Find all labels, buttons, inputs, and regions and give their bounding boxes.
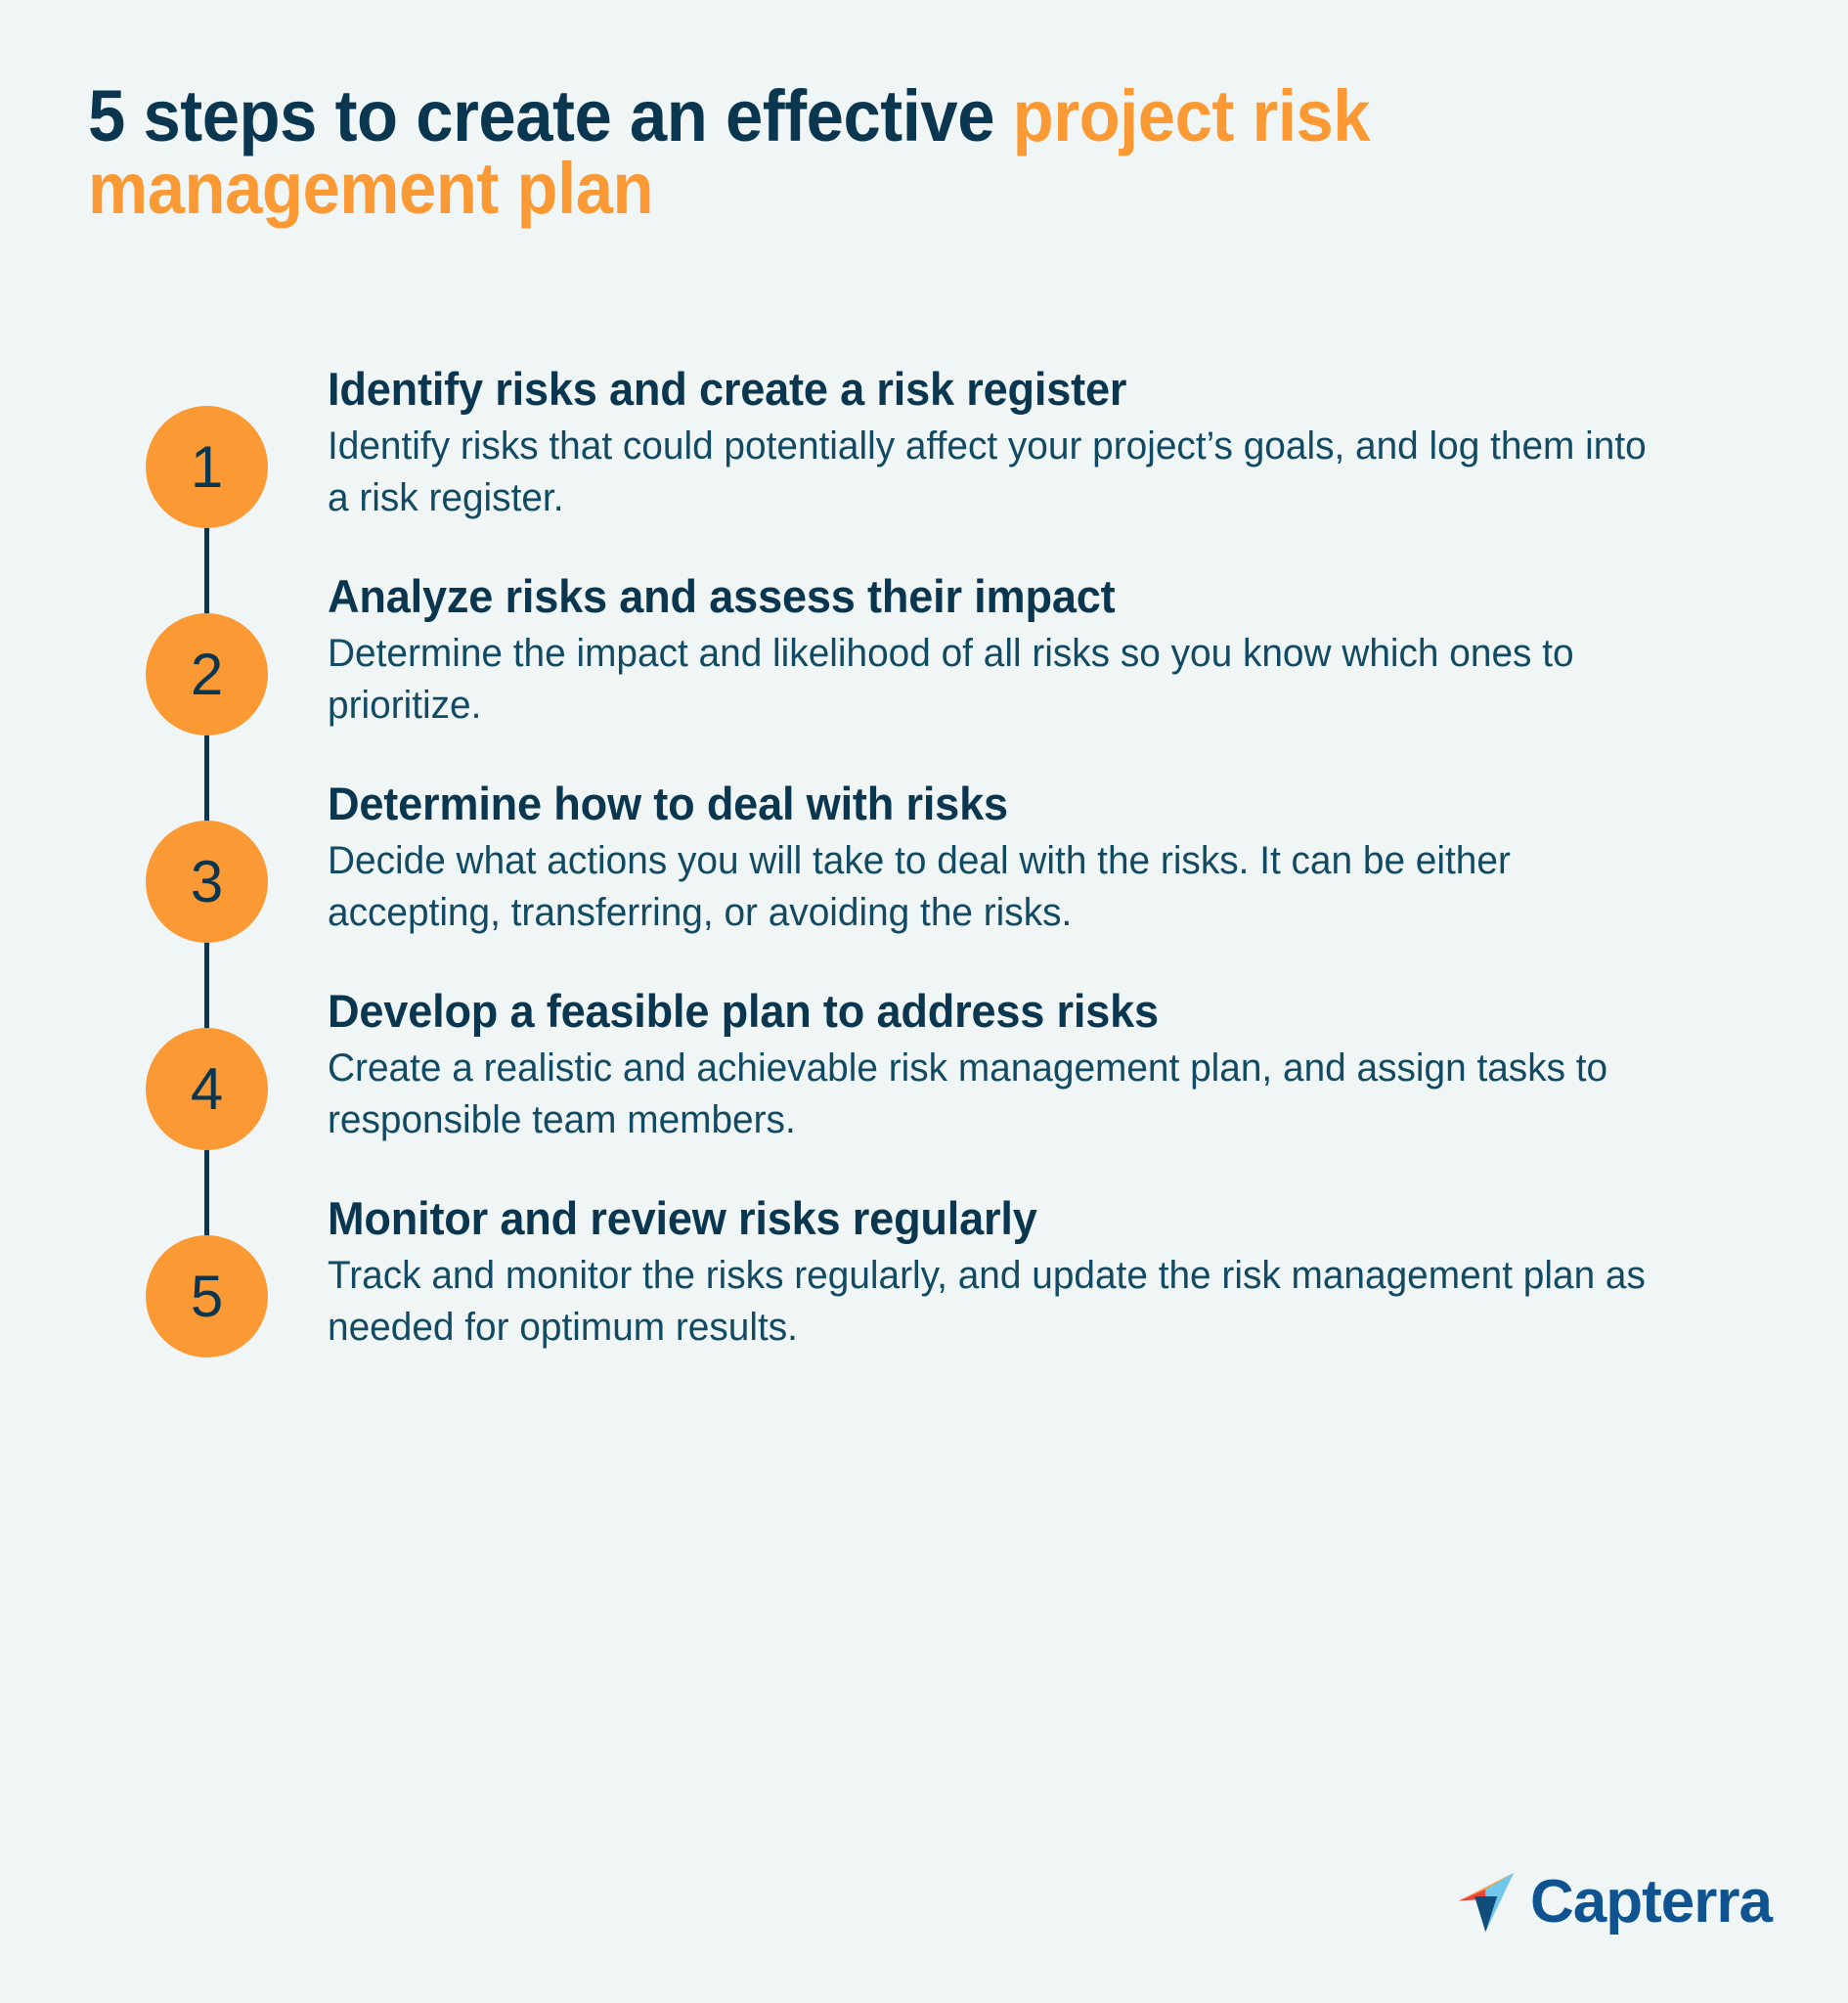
step-marker-column: 5 [88, 1191, 328, 1387]
step-item: 5 Monitor and review risks regularly Tra… [88, 1191, 1750, 1387]
step-number-circle: 2 [146, 613, 268, 735]
capterra-wordmark: Capterra [1530, 1868, 1773, 1936]
step-number-circle: 3 [146, 821, 268, 943]
step-heading: Develop a feasible plan to address risks [328, 985, 1159, 1037]
capterra-logo: Capterra [1452, 1868, 1773, 1936]
step-number-label: 3 [190, 848, 224, 914]
step-content: Identify risks and create a risk registe… [328, 362, 1750, 524]
step-description: Identify risks that could potentially af… [328, 423, 1647, 519]
step-marker-column: 3 [88, 777, 328, 984]
step-content: Analyze risks and assess their impact De… [328, 569, 1750, 732]
step-marker-column: 4 [88, 984, 328, 1191]
capterra-paper-plane-icon [1458, 1872, 1515, 1933]
step-description: Track and monitor the risks regularly, a… [328, 1253, 1646, 1349]
step-content: Develop a feasible plan to address risks… [328, 984, 1750, 1146]
step-heading: Identify risks and create a risk registe… [328, 363, 1127, 415]
step-content: Monitor and review risks regularly Track… [328, 1191, 1750, 1354]
step-number-label: 2 [190, 641, 224, 707]
steps-timeline: 1 Identify risks and create a risk regis… [88, 362, 1750, 1387]
step-heading: Monitor and review risks regularly [328, 1192, 1037, 1244]
page-title-accent-part-line1: project risk [1012, 75, 1371, 156]
step-number-label: 5 [190, 1263, 224, 1329]
page-title: 5 steps to create an effective project r… [88, 80, 1598, 225]
title-block: 5 steps to create an effective project r… [88, 80, 1711, 225]
step-heading: Analyze risks and assess their impact [328, 570, 1116, 622]
step-description: Create a realistic and achievable risk m… [328, 1046, 1608, 1141]
step-number-circle: 1 [146, 406, 268, 528]
step-content: Determine how to deal with risks Decide … [328, 777, 1750, 939]
step-marker-column: 2 [88, 569, 328, 777]
step-description: Determine the impact and likelihood of a… [328, 631, 1574, 727]
step-heading: Determine how to deal with risks [328, 778, 1008, 829]
step-number-label: 4 [190, 1055, 224, 1122]
step-item: 2 Analyze risks and assess their impact … [88, 569, 1750, 777]
step-item: 1 Identify risks and create a risk regis… [88, 362, 1750, 569]
step-item: 3 Determine how to deal with risks Decid… [88, 777, 1750, 984]
page-title-dark-part: 5 steps to create an effective [88, 75, 1013, 156]
step-marker-column: 1 [88, 362, 328, 569]
step-number-circle: 4 [146, 1028, 268, 1150]
step-description: Decide what actions you will take to dea… [328, 838, 1511, 934]
page-title-accent-part-line2: management plan [88, 148, 654, 229]
step-number-label: 1 [190, 433, 224, 500]
step-number-circle: 5 [146, 1235, 268, 1358]
step-item: 4 Develop a feasible plan to address ris… [88, 984, 1750, 1191]
